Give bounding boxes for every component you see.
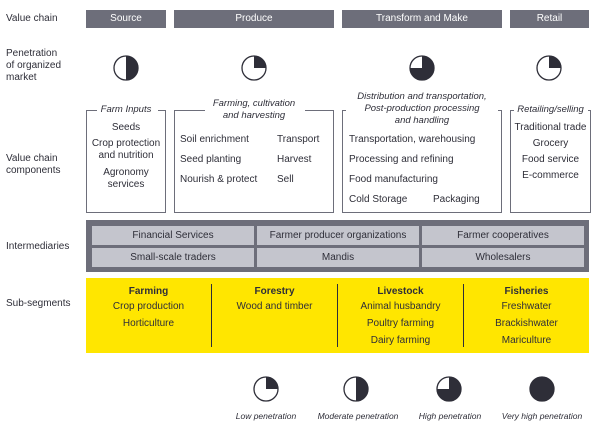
sub-segment-divider [211, 284, 212, 347]
sub-segment-item: Mariculture [501, 335, 552, 346]
component-box-retailing: Retailing/selling Traditional trade Groc… [510, 104, 591, 213]
sub-segment-farming: Farming Crop production Horticulture [86, 278, 211, 353]
intermediaries-panel: Financial Services Farmer producer organ… [86, 220, 589, 272]
sub-segment-item: Wood and timber [236, 301, 313, 312]
sub-segment-item: Horticulture [122, 318, 175, 329]
sub-segment-forestry: Forestry Wood and timber [212, 278, 337, 353]
penetration-pie-transform [409, 55, 435, 86]
sub-segment-item: Freshwater [501, 301, 552, 312]
row-label-sub-segments: Sub-segments [6, 298, 71, 309]
penetration-pie-source [113, 55, 139, 86]
legend-label-very-high: Very high penetration [501, 411, 583, 421]
intermediary-box: Financial Services [92, 226, 254, 245]
legend-pie-low [253, 376, 279, 407]
row-label-penetration: Penetration of organized market [6, 48, 61, 84]
component-item: Traditional trade [514, 122, 587, 133]
row-label-components: Value chain components [6, 153, 60, 177]
component-title-line: and harvesting [222, 110, 286, 121]
sub-segment-divider [337, 284, 338, 347]
component-title-line: Farming, cultivation [212, 98, 296, 109]
intermediary-box: Wholesalers [422, 248, 584, 267]
sub-segment-livestock: Livestock Animal husbandry Poultry farmi… [338, 278, 463, 353]
component-item: Harvest [277, 154, 312, 165]
component-item: Sell [277, 174, 294, 185]
component-item: Cold Storage [349, 194, 408, 205]
row-label-components-line: components [6, 165, 61, 176]
row-label-components-line: Value chain [6, 153, 58, 164]
sub-segment-item: Dairy farming [370, 335, 431, 346]
component-item: Transportation, warehousing [349, 134, 476, 145]
component-item: Agronomy [103, 167, 149, 178]
legend-label-moderate: Moderate penetration [317, 411, 399, 421]
component-item: Food service [521, 154, 580, 165]
legend-pie-moderate [343, 376, 369, 407]
component-title-retailing: Retailing/selling [517, 104, 584, 115]
component-box-farming: Farming, cultivation and harvesting Soil… [174, 98, 334, 213]
row-label-penetration-line: Penetration [6, 48, 58, 59]
component-title-line: Post-production processing [364, 103, 480, 114]
header-retail: Retail [510, 10, 589, 28]
component-title-farming: Farming, cultivation and harvesting [175, 98, 333, 122]
component-item: and nutrition [98, 150, 154, 161]
sub-segment-item: Crop production [112, 301, 185, 312]
legend-label-high: High penetration [418, 411, 482, 421]
sub-segment-item: Poultry farming [366, 318, 435, 329]
component-item: services [107, 179, 145, 190]
component-item: Packaging [433, 194, 480, 205]
sub-segment-item: Animal husbandry [360, 301, 441, 312]
component-item: Soil enrichment [180, 134, 249, 145]
legend-pie-high [436, 376, 462, 407]
sub-segment-item: Brackishwater [495, 318, 558, 329]
component-title-line: Distribution and transportation, [357, 91, 487, 102]
component-title-distribution: Distribution and transportation, Post-pr… [343, 91, 501, 127]
component-item: Nourish & protect [180, 174, 258, 185]
component-item: Grocery [532, 138, 569, 149]
row-label-penetration-line: market [6, 72, 37, 83]
sub-segment-title: Farming [128, 286, 169, 297]
sub-segments-panel: Farming Crop production Horticulture For… [86, 278, 589, 353]
component-item: Food manufacturing [349, 174, 438, 185]
sub-segment-divider [463, 284, 464, 347]
intermediary-box: Mandis [257, 248, 419, 267]
row-label-intermediaries: Intermediaries [6, 241, 70, 252]
component-item: Processing and refining [349, 154, 454, 165]
intermediary-box: Farmer cooperatives [422, 226, 584, 245]
component-title-farm-inputs: Farm Inputs [100, 104, 152, 115]
intermediary-box: Farmer producer organizations [257, 226, 419, 245]
penetration-pie-retail [536, 55, 562, 86]
component-title-line: and handling [394, 115, 450, 126]
component-item: Seed planting [180, 154, 242, 165]
row-label-value-chain: Value chain [6, 13, 58, 24]
sub-segment-title: Fisheries [504, 286, 549, 297]
component-box-farm-inputs: Farm Inputs Seeds Crop protection and nu… [86, 104, 166, 213]
component-item: Crop protection [91, 138, 161, 149]
legend-label-low: Low penetration [235, 411, 297, 421]
penetration-pie-produce [241, 55, 267, 86]
component-item: Seeds [111, 122, 141, 133]
sub-segment-fisheries: Fisheries Freshwater Brackishwater Maric… [464, 278, 589, 353]
header-source: Source [86, 10, 166, 28]
sub-segment-title: Livestock [377, 286, 424, 297]
component-item: E-commerce [522, 170, 579, 181]
legend-pie-very-high [529, 376, 555, 407]
component-item: Transport [277, 134, 320, 145]
sub-segment-title: Forestry [254, 286, 295, 297]
row-label-penetration-line: of organized [6, 60, 62, 71]
component-box-distribution: Distribution and transportation, Post-pr… [342, 91, 502, 213]
intermediary-box: Small-scale traders [92, 248, 254, 267]
header-produce: Produce [174, 10, 334, 28]
header-transform-and-make: Transform and Make [342, 10, 502, 28]
